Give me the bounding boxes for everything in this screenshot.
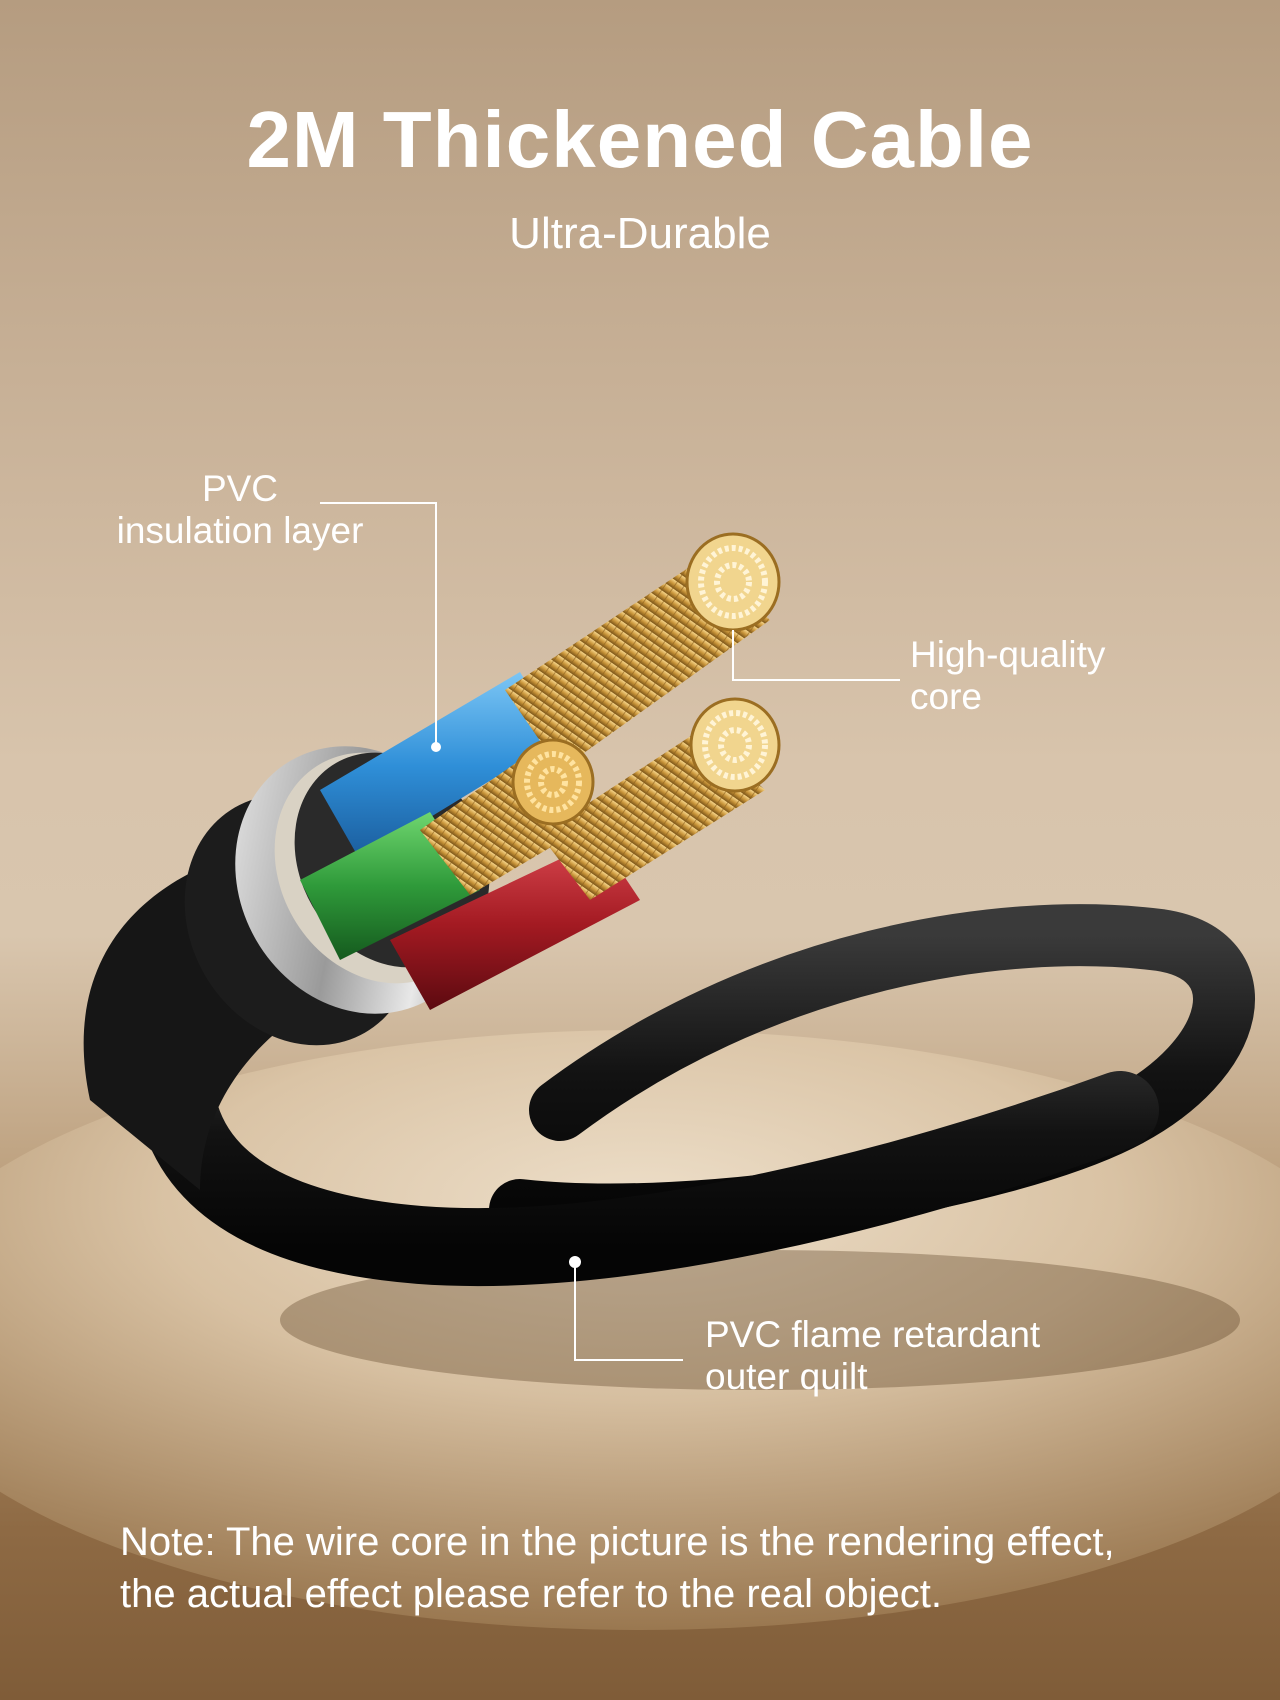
page-subtitle: Ultra-Durable (509, 209, 771, 258)
callout-dot-insulation (431, 742, 441, 752)
note-line1: Note: The wire core in the picture is th… (120, 1520, 1115, 1564)
callout-line-insulation (320, 502, 437, 747)
callout-insulation: PVC insulation layer (105, 468, 375, 552)
page-title: 2M Thickened Cable (246, 95, 1034, 184)
callout-line-outer (574, 1262, 683, 1361)
callout-outer: PVC flame retardant outer quilt (705, 1314, 1040, 1398)
callout-core-line1: High-quality (910, 634, 1106, 675)
callout-outer-line1: PVC flame retardant (705, 1314, 1041, 1355)
disclaimer-note: Note: The wire core in the picture is th… (120, 1516, 1200, 1620)
callout-core-line2: core (910, 676, 982, 717)
callout-core: High-quality core (910, 634, 1105, 718)
callout-insulation-line2: insulation layer (116, 510, 364, 551)
callout-insulation-line1: PVC (201, 468, 279, 509)
note-line2: the actual effect please refer to the re… (120, 1572, 942, 1616)
callout-outer-line2: outer quilt (705, 1356, 868, 1397)
callout-dot-outer (569, 1256, 581, 1268)
callout-line-core (732, 630, 900, 681)
